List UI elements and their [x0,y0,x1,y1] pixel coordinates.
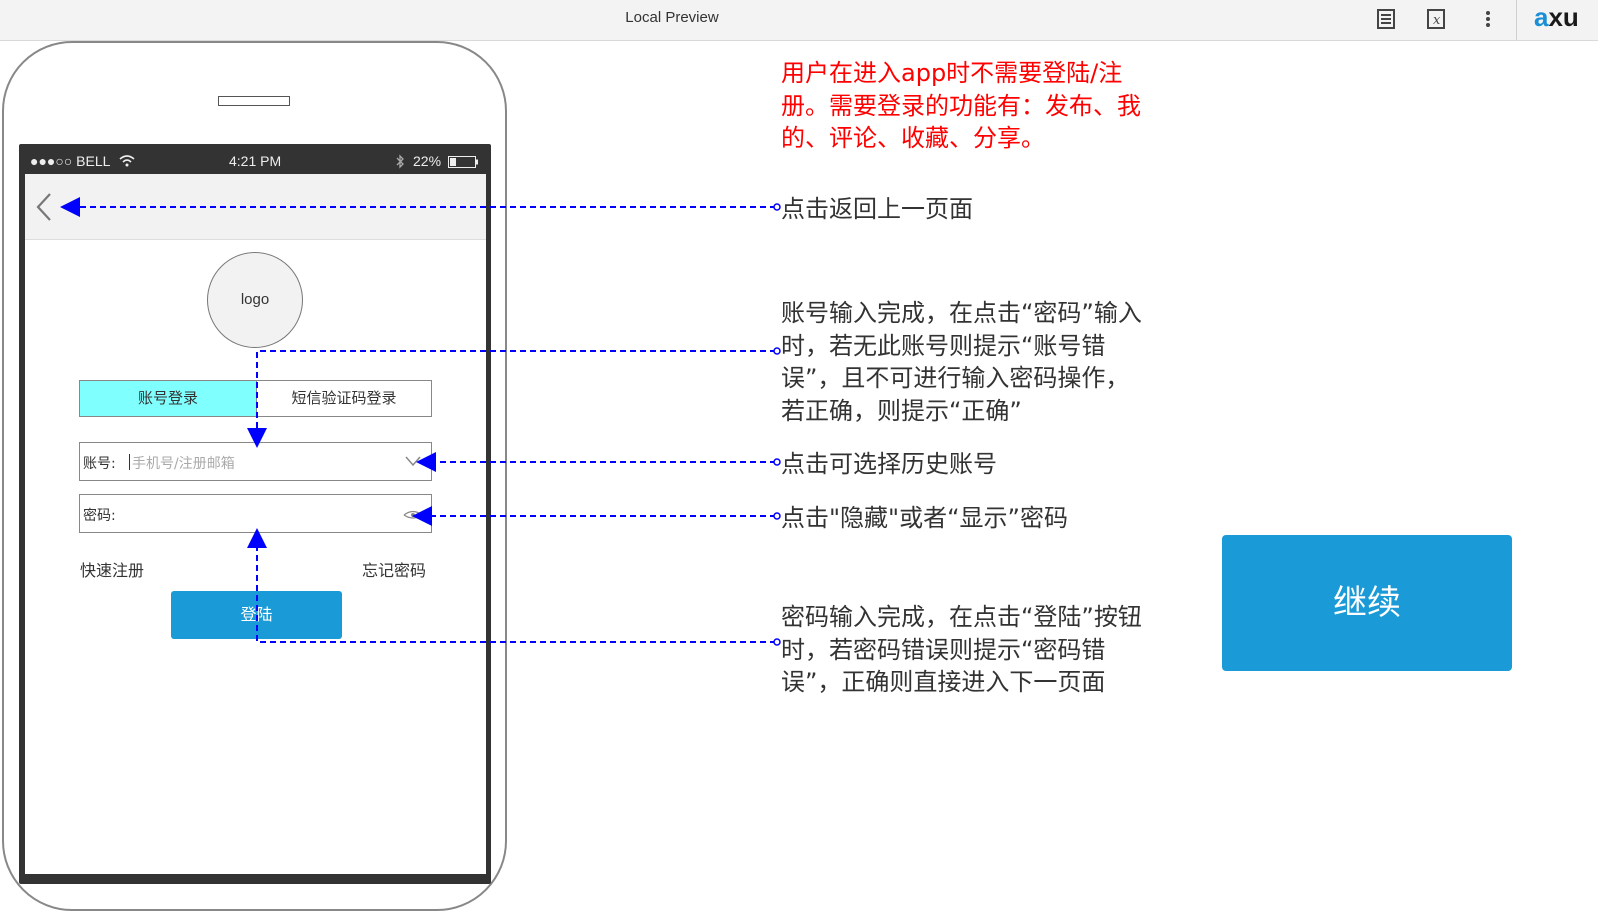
app-logo: logo [207,252,303,348]
continue-button[interactable]: 继续 [1222,535,1512,671]
password-toggle-note: 点击"隐藏"或者“显示”密码 [781,504,1068,532]
status-time: 4:21 PM [229,153,282,169]
password-label: 密码: [83,508,116,524]
eye-icon[interactable] [403,509,423,521]
password-check-note: 密码输入完成，在点击“登陆”按钮时，若密码错误则提示“密码错误”，正确则直接进入… [781,603,1142,696]
nav-bar [25,174,486,240]
chevron-down-icon[interactable] [405,455,421,467]
page-list-icon[interactable] [1374,7,1398,31]
tab-sms-login[interactable]: 短信验证码登录 [256,380,432,417]
status-bar: ●●●○○ BELL 4:21 PM 22% [25,150,486,174]
axure-logo: axu [1534,2,1579,32]
account-check-note: 账号输入完成，在点击“密码”输入时，若无此账号则提示“账号错误”，且不可进行输入… [781,299,1142,425]
battery-percent: 22% [413,153,442,169]
svg-text:x: x [1433,13,1441,28]
forgot-password-link[interactable]: 忘记密码 [362,561,427,580]
tab-account-login[interactable]: 账号登录 [79,380,257,417]
more-options-icon[interactable] [1476,7,1500,31]
account-placeholder: 手机号/注册邮箱 [132,456,235,472]
back-arrow-icon[interactable] [34,192,54,222]
password-input[interactable]: 密码: [79,494,432,533]
preview-toolbar: Local Preview x axu [0,0,1598,41]
back-note: 点击返回上一页面 [781,195,973,223]
battery-icon [448,156,478,168]
history-note: 点击可选择历史账号 [781,450,997,478]
intro-note: 用户在进入app时不需要登陆/注册。需要登录的功能有：发布、我的、评论、收藏、分… [781,59,1141,152]
account-input[interactable]: 账号: 手机号/注册邮箱 [79,442,432,481]
variables-icon[interactable]: x [1424,7,1448,31]
quick-register-link[interactable]: 快速注册 [80,561,145,580]
window-title: Local Preview [625,9,719,26]
text-cursor [129,454,130,470]
login-button[interactable]: 登陆 [171,591,342,639]
phone-speaker [218,96,290,106]
carrier-label: ●●●○○ BELL [30,153,111,169]
account-label: 账号: [83,456,116,472]
wifi-icon [119,155,135,167]
bluetooth-icon [396,154,404,169]
toolbar-divider [1516,0,1517,40]
